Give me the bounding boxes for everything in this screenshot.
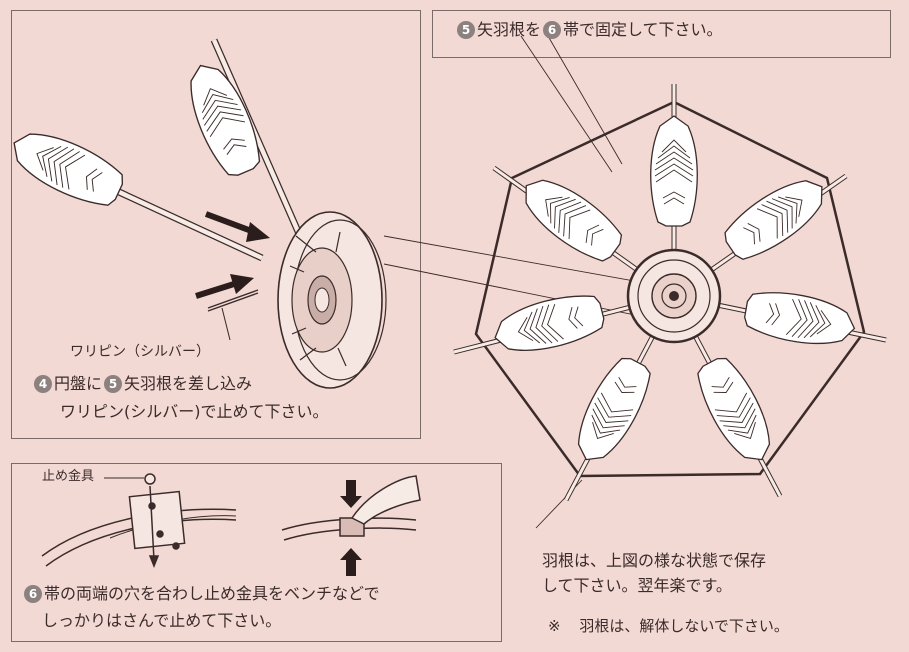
split-pin <box>207 289 259 341</box>
step-number-badge: 4 <box>34 375 52 393</box>
panel-caption-top-right <box>432 10 891 58</box>
step-text: 円盤に <box>54 374 103 393</box>
pin-arrow-icon <box>195 274 254 299</box>
step-6-line-2: しっかりはさんで止めて下さい。 <box>42 611 282 630</box>
arrow-left <box>3 120 264 262</box>
caption-part-2: 帯で固定して下さい。 <box>563 20 723 39</box>
note-text: 羽根は、解体しないで下さい。 <box>579 617 789 635</box>
pliers-arrows-icon <box>340 480 362 576</box>
storage-note-line-1: 羽根は、上図の様な状態で保存 <box>542 551 767 570</box>
caption-part-1: 矢羽根を <box>477 20 542 39</box>
band-fitting-right <box>281 475 421 541</box>
step-text: 帯の両端の穴を合わし止め金具をベンチなどで <box>44 584 380 603</box>
storage-note-line-2: して下さい。翌年楽です。 <box>542 576 732 595</box>
assembled-wheel <box>453 84 887 502</box>
panel-step-6 <box>11 463 502 642</box>
note-mark: ※ <box>548 617 561 635</box>
panel-step-4-5 <box>11 10 421 439</box>
hub-disk <box>277 211 387 389</box>
insert-arrow-icon <box>204 211 270 242</box>
pin-label: ワリピン（シルバー） <box>70 344 210 360</box>
step-number-badge: 6 <box>543 21 562 39</box>
arrow-upper <box>177 38 304 238</box>
step-text: 矢羽根を差し込み <box>124 374 253 393</box>
step-number-badge: 5 <box>104 375 123 393</box>
step-number-badge: 5 <box>457 21 475 39</box>
step-number-badge: 6 <box>24 585 42 603</box>
fitting-label: 止め金具 <box>42 469 95 484</box>
step-4-5-line-2: ワリピン(シルバー)で止めて下さい。 <box>60 402 329 421</box>
band-fitting-left <box>41 473 237 569</box>
caution-note: ※ 羽根は、解体しないで下さい。 <box>548 617 789 637</box>
